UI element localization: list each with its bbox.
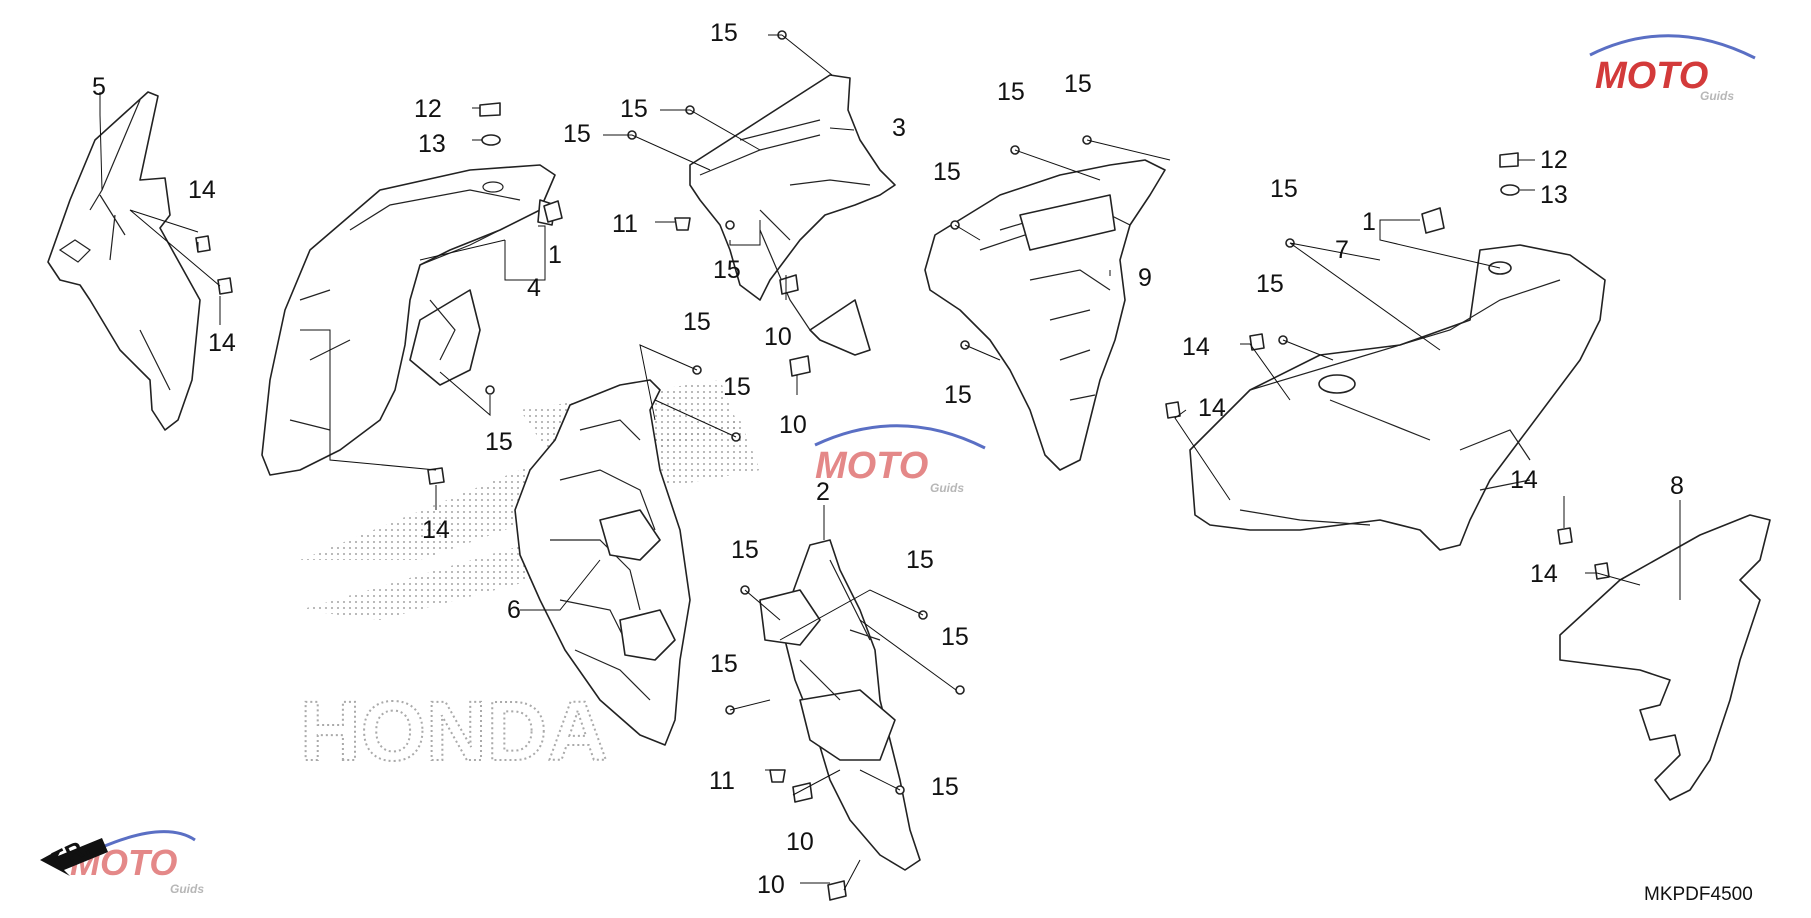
svg-text:MOTO: MOTO xyxy=(815,445,928,487)
callout-6: 6 xyxy=(507,596,521,624)
callout-15: 15 xyxy=(683,308,711,336)
svg-text:Guids: Guids xyxy=(930,481,964,495)
callout-15: 15 xyxy=(933,158,961,186)
callout-10: 10 xyxy=(779,411,807,439)
callout-15: 15 xyxy=(713,256,741,284)
svg-text:Guids: Guids xyxy=(170,882,204,896)
callout-7: 7 xyxy=(1335,236,1349,264)
callout-14: 14 xyxy=(1182,333,1210,361)
callout-13: 13 xyxy=(418,130,446,158)
callout-4: 4 xyxy=(527,274,541,302)
diagram-code: MKPDF4500 xyxy=(1644,884,1753,905)
callout-10: 10 xyxy=(757,871,785,899)
callout-14: 14 xyxy=(1530,560,1558,588)
watermark-center: MOTO Guids xyxy=(814,424,986,495)
part-3-bracket xyxy=(689,74,896,356)
part-8-panel xyxy=(1559,514,1771,801)
callout-10: 10 xyxy=(764,323,792,351)
part-6-inner-panel xyxy=(514,379,691,746)
leader-lines xyxy=(99,34,1681,891)
callout-13: 13 xyxy=(1540,181,1568,209)
callout-15: 15 xyxy=(563,120,591,148)
callout-15: 15 xyxy=(997,78,1025,106)
callout-10: 10 xyxy=(786,828,814,856)
callout-15: 15 xyxy=(1270,175,1298,203)
callout-15: 15 xyxy=(1256,270,1284,298)
callout-15: 15 xyxy=(1064,70,1092,98)
part-5-panel xyxy=(47,91,201,431)
callout-15: 15 xyxy=(485,428,513,456)
honda-wordmark: HONDA xyxy=(300,684,608,778)
svg-text:Guids: Guids xyxy=(1700,89,1734,103)
callout-12: 12 xyxy=(1540,146,1568,174)
callout-12: 12 xyxy=(414,95,442,123)
callout-5: 5 xyxy=(92,73,106,101)
part-1-pad xyxy=(543,200,1445,234)
callout-9: 9 xyxy=(1138,264,1152,292)
part-2-bracket xyxy=(759,539,921,871)
callout-labels: 1 1 2 3 4 5 6 7 8 9 10 10 10 10 11 11 12… xyxy=(92,19,1684,899)
callout-14: 14 xyxy=(208,329,236,357)
callout-3: 3 xyxy=(892,114,906,142)
callout-1: 1 xyxy=(548,241,562,269)
callout-15: 15 xyxy=(944,381,972,409)
callout-14: 14 xyxy=(422,516,450,544)
watermark-bottom-left: MOTO Guids xyxy=(70,830,204,896)
callout-11: 11 xyxy=(709,767,735,795)
callout-15: 15 xyxy=(710,19,738,47)
callout-14: 14 xyxy=(1510,466,1538,494)
callout-8: 8 xyxy=(1670,472,1684,500)
callout-15: 15 xyxy=(723,373,751,401)
svg-text:MOTO: MOTO xyxy=(1595,55,1708,97)
callout-14: 14 xyxy=(188,176,216,204)
callout-11: 11 xyxy=(612,210,638,238)
callout-15: 15 xyxy=(941,623,969,651)
callout-15: 15 xyxy=(731,536,759,564)
callout-15: 15 xyxy=(931,773,959,801)
callout-15: 15 xyxy=(906,546,934,574)
callout-15: 15 xyxy=(620,95,648,123)
callout-14: 14 xyxy=(1198,394,1226,422)
watermark-top-right: MOTO Guids xyxy=(1589,34,1756,103)
callout-1: 1 xyxy=(1362,208,1376,236)
part-9-mount xyxy=(924,159,1166,471)
callout-15: 15 xyxy=(710,650,738,678)
part-7-side-cover xyxy=(1189,244,1606,551)
callout-2: 2 xyxy=(816,478,830,506)
